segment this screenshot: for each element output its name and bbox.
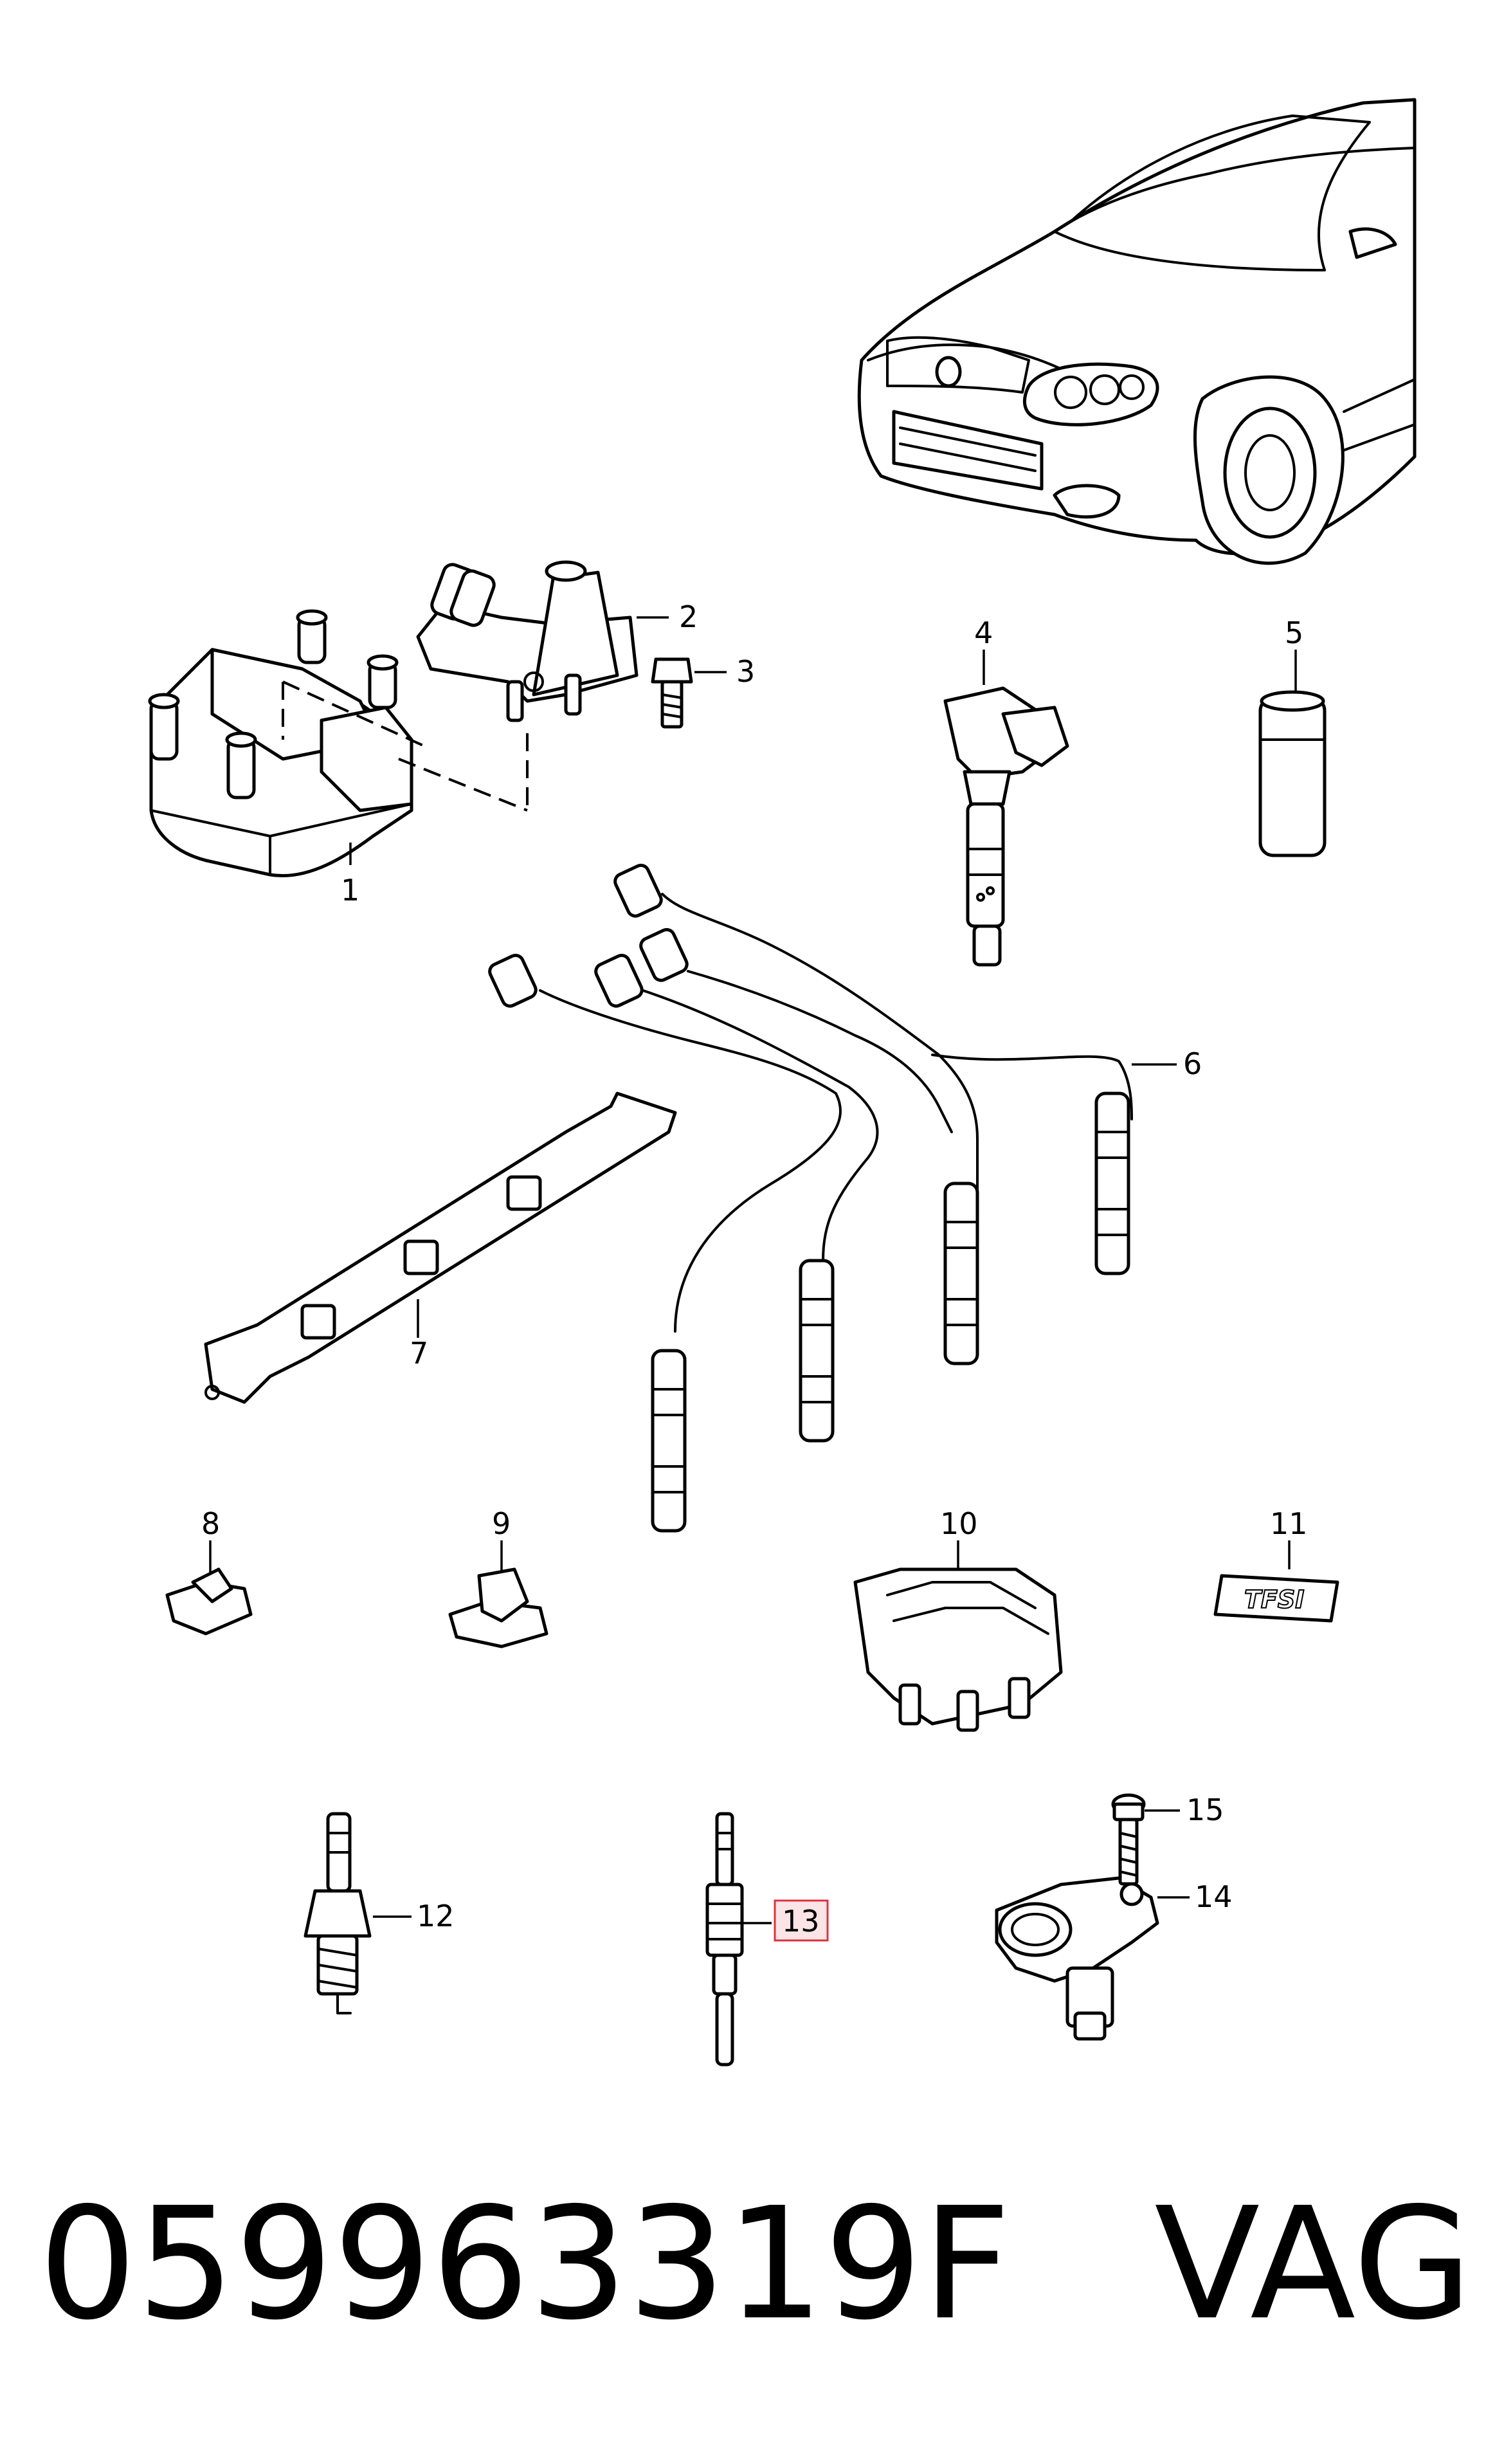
- part-8-clip: [165, 1540, 253, 1636]
- part-12-spark-plug: [304, 1812, 412, 2014]
- callout-4: 4: [974, 616, 993, 650]
- part-5-grease-bottle: [1258, 650, 1327, 857]
- part-2-coil-bracket: [416, 560, 669, 722]
- brand-name: VAG: [1154, 2174, 1472, 2354]
- callout-9: 9: [492, 1506, 511, 1541]
- car-illustration: [857, 98, 1417, 565]
- part-4-ignition-coil: [943, 650, 1069, 967]
- part-15-screw: [1111, 1793, 1180, 1886]
- part-1-ignition-coil-pack: [148, 609, 529, 877]
- callout-12: 12: [417, 1899, 455, 1933]
- footer: 059963319F VAG: [39, 2167, 1472, 2360]
- callout-8: 8: [201, 1506, 220, 1541]
- callout-11: 11: [1270, 1506, 1308, 1541]
- callout-15: 15: [1186, 1793, 1224, 1827]
- callout-6: 6: [1183, 1046, 1202, 1081]
- callout-14: 14: [1195, 1879, 1233, 1914]
- part-13-glow-plug: [705, 1812, 772, 2067]
- callout-7: 7: [410, 1336, 428, 1371]
- part-7-lead-holder-rail: [204, 1091, 677, 1404]
- part-14-sensor: [995, 1876, 1190, 2041]
- callout-13: 13: [782, 1904, 820, 1939]
- part-10-lead-holder: [853, 1540, 1063, 1732]
- callout-13-highlight-box: [774, 1899, 829, 1942]
- part-9-clip: [448, 1540, 548, 1648]
- callout-5: 5: [1285, 616, 1303, 650]
- badge-text: TFSI: [1244, 1585, 1304, 1614]
- callout-10: 10: [940, 1506, 978, 1541]
- callout-1: 1: [341, 873, 359, 908]
- callout-2: 2: [679, 599, 698, 634]
- part-6-ignition-lead-set: [488, 863, 1177, 1533]
- part-number: 059963319F: [39, 2174, 1011, 2354]
- callout-3: 3: [736, 654, 755, 689]
- part-11-badge: TFSI: [1213, 1540, 1339, 1623]
- part-3-bolt: [651, 657, 727, 729]
